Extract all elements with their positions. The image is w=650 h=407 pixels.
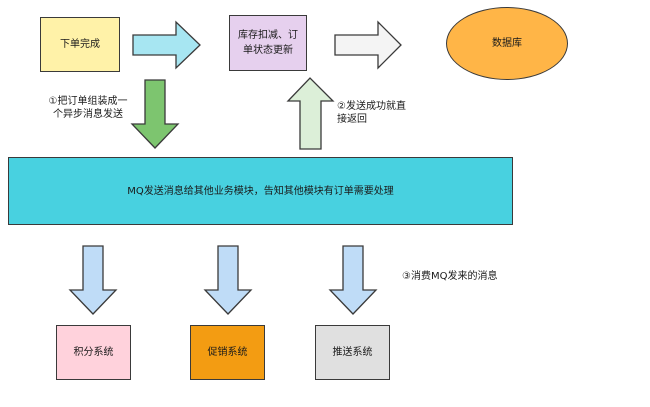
- node-points-system: 积分系统: [56, 325, 131, 380]
- arrow-mq-to-points: [68, 245, 118, 315]
- node-mq: MQ发送消息给其他业务模块，告知其他模块有订单需要处理: [8, 157, 513, 225]
- node-order-done-label: 下单完成: [60, 39, 100, 50]
- node-mq-label: MQ发送消息给其他业务模块，告知其他模块有订单需要处理: [127, 185, 394, 197]
- arrow-mq-to-inventory: [286, 77, 335, 150]
- note-step1: ①把订单组装成一个异步消息发送: [44, 95, 132, 121]
- node-push-system: 推送系统: [315, 325, 390, 380]
- arrow-mq-to-push: [328, 245, 378, 315]
- node-database-label: 数据库: [492, 38, 522, 49]
- node-push-system-label: 推送系统: [332, 347, 373, 358]
- node-inventory-update-label: 库存扣减、订单状态更新: [238, 30, 298, 56]
- arrow-mq-to-promo: [203, 245, 253, 315]
- node-points-system-label: 积分系统: [73, 347, 114, 358]
- note-step2-text: ②发送成功就直接返回: [337, 101, 406, 125]
- arrow-order-to-inventory: [132, 20, 201, 70]
- node-order-done: 下单完成: [40, 17, 120, 72]
- arrow-inventory-to-database: [334, 20, 402, 70]
- note-step1-text: ①把订单组装成一个异步消息发送: [48, 96, 128, 120]
- note-step3-text: ③消费MQ发来的消息: [402, 271, 498, 282]
- node-promo-system-label: 促销系统: [207, 347, 248, 358]
- note-step3: ③消费MQ发来的消息: [402, 270, 522, 283]
- arrow-order-to-mq: [130, 79, 180, 149]
- note-step2: ②发送成功就直接返回: [337, 100, 413, 126]
- node-inventory-update: 库存扣减、订单状态更新: [229, 15, 307, 71]
- node-promo-system: 促销系统: [190, 325, 265, 380]
- node-database: 数据库: [446, 7, 568, 80]
